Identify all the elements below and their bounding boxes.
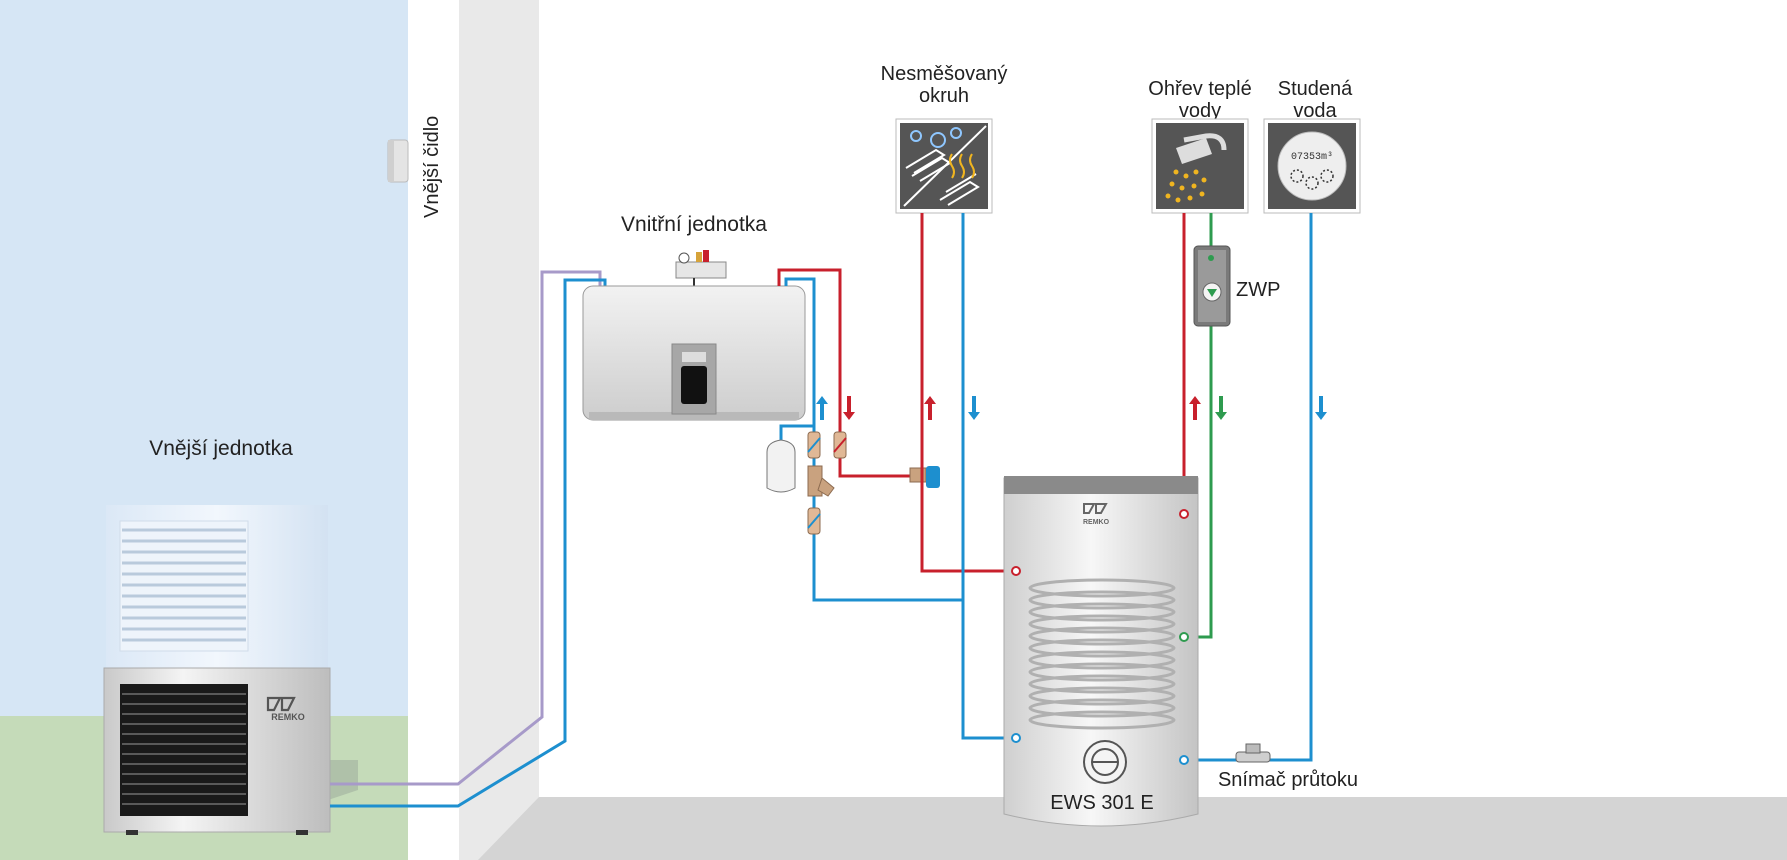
svg-text:REMKO: REMKO — [271, 712, 305, 722]
indoor-unit-display — [681, 366, 707, 404]
flow-sensor-label: Snímač průtoku — [1218, 769, 1358, 791]
hot-water-label-line2: vody — [1179, 100, 1221, 122]
hot-water-arrow-up-red-icon — [1189, 396, 1201, 420]
dirt-filter — [807, 465, 835, 497]
pipe-blue-outdoor — [330, 278, 607, 808]
return-valve-bottom — [807, 507, 821, 535]
arrow-up-blue-icon — [816, 396, 828, 420]
floor — [478, 797, 1787, 860]
cold-water-label-line1: Studená — [1278, 78, 1353, 100]
tank-model-label: EWS 301 E — [1050, 792, 1153, 814]
unmixed-flow-pipe-red — [920, 213, 1016, 573]
unmixed-return-pipe-blue — [961, 213, 1016, 740]
outdoor-unit-label: Vnější jednotka — [149, 437, 293, 460]
circulation-pump — [1193, 245, 1231, 327]
tank-heat-exchanger-coil — [1028, 578, 1176, 730]
hot-water-label-line1: Ohřev teplé — [1148, 78, 1251, 100]
indoor-unit-label: Vnitřní jednotka — [621, 213, 767, 236]
arrow-up-red-icon — [924, 396, 936, 420]
shower-icon — [1151, 118, 1249, 214]
svg-text:07353m³: 07353m³ — [1291, 152, 1333, 163]
refrigerant-pipe-purple — [330, 270, 602, 786]
water-meter-icon: 07353m³ — [1263, 118, 1361, 214]
circulation-arrow-down-green-icon — [1215, 396, 1227, 420]
outer-wall — [459, 0, 539, 860]
svg-text:REMKO: REMKO — [1083, 519, 1110, 526]
unmixed-circuit-label-line2: okruh — [919, 85, 969, 107]
outdoor-sensor-label: Vnější čidlo — [421, 116, 443, 218]
remko-logo-icon: REMKO — [266, 696, 305, 722]
outdoor-unit-grille-top — [119, 520, 249, 652]
pressure-gauge-icon — [678, 252, 690, 264]
arrow-down-blue-icon — [968, 396, 980, 420]
expansion-vessel-pipe — [779, 424, 814, 440]
cold-water-pipe-blue — [1184, 213, 1313, 762]
outdoor-unit: REMKO — [103, 505, 358, 835]
outdoor-sensor-icon — [387, 139, 409, 183]
expansion-vessel — [766, 439, 796, 493]
arrow-down-red-icon — [843, 396, 855, 420]
flow-valve — [833, 431, 847, 459]
cold-water-arrow-down-blue-icon — [1315, 396, 1327, 420]
indoor-return-pipe-blue — [784, 277, 963, 602]
unmixed-circuit-label-line1: Nesměšovaný — [881, 63, 1008, 85]
circulation-pump-label: ZWP — [1236, 279, 1280, 301]
indoor-flow-pipe-red — [777, 268, 922, 478]
cold-water-label-line2: voda — [1293, 100, 1337, 122]
flow-sensor — [1235, 743, 1271, 763]
tank-logo-icon: REMKO — [1083, 503, 1110, 526]
indoor-unit — [582, 250, 806, 421]
mixing-valve — [909, 466, 940, 488]
floor-heating-cooling-icon — [895, 118, 993, 214]
return-valve-top — [807, 431, 821, 459]
tank-flange-icon — [1083, 740, 1127, 784]
storage-tank: REMKO — [1003, 476, 1199, 827]
